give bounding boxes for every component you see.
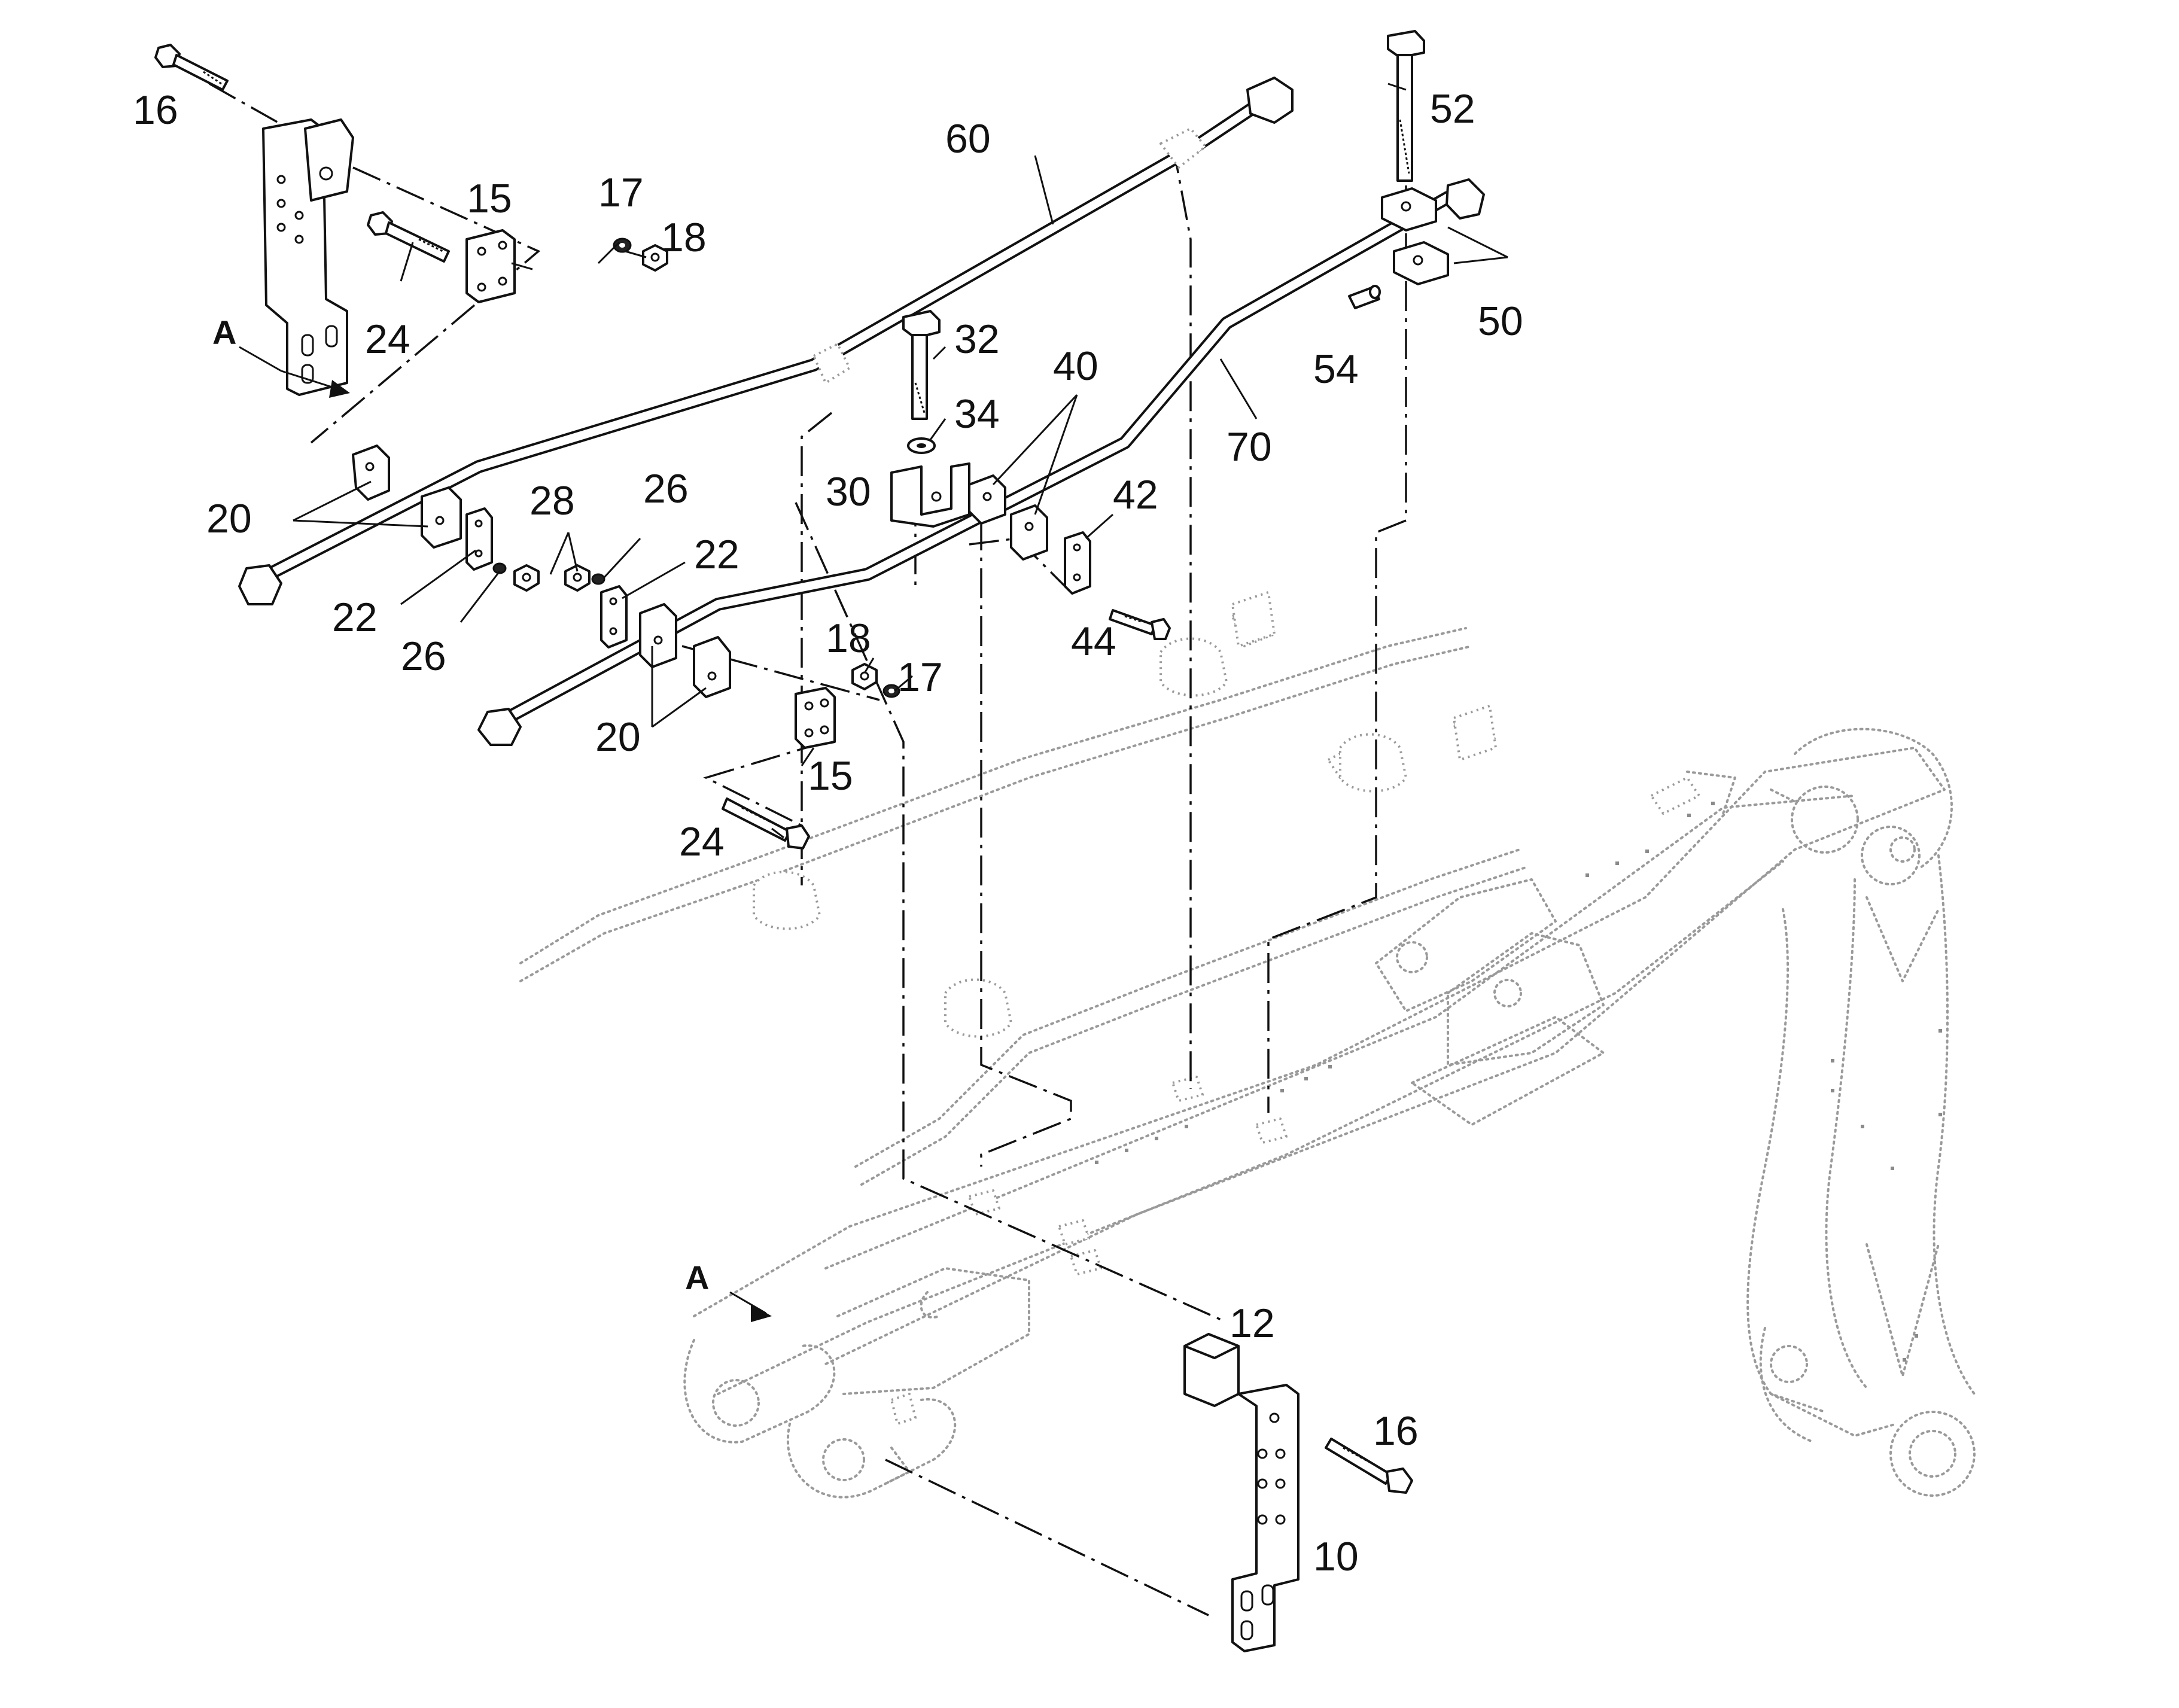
clamp-40-lower [1010, 504, 1048, 561]
callout-24-lower: 24 [679, 819, 725, 864]
pipe-60 [238, 77, 1294, 605]
clamp-20-upper-top [352, 444, 390, 501]
leader-lines [293, 83, 1508, 839]
washer-26-left [492, 562, 507, 574]
nut-18-upper [642, 244, 668, 272]
callout-50: 50 [1478, 299, 1523, 344]
boom-bolt-hole-dots [1095, 802, 1942, 1362]
callout-22-left: 22 [332, 595, 378, 640]
callout-12: 12 [1230, 1301, 1275, 1346]
bolt-24-upper [367, 211, 450, 263]
sleeve-54 [1348, 285, 1381, 309]
clamp-20-lower-bottom [693, 636, 731, 698]
clamp-40-upper [968, 474, 1006, 525]
callout-labels: 16 15 17 18 24 A 60 52 50 54 70 32 34 30… [133, 86, 1523, 1579]
clamp-20-upper-bottom [421, 486, 462, 549]
callout-22-right: 22 [694, 532, 739, 577]
callout-18-upper: 18 [661, 215, 707, 260]
nut-18-lower [851, 663, 878, 690]
callout-16-lower: 16 [1373, 1408, 1419, 1454]
callout-44: 44 [1071, 619, 1116, 664]
callout-17-upper: 17 [598, 170, 644, 215]
callout-A-lower: A [685, 1259, 709, 1296]
callout-34: 34 [954, 391, 1000, 437]
callout-20-upper: 20 [206, 496, 252, 541]
boom-structure-outline [519, 591, 1976, 1499]
washer-17-lower [882, 684, 900, 698]
callout-30: 30 [826, 469, 871, 514]
callout-26-lower: 26 [401, 634, 446, 679]
callout-10: 10 [1313, 1534, 1359, 1579]
bolt-52 [1387, 30, 1425, 182]
plate-15-lower [795, 687, 836, 749]
callout-40: 40 [1053, 343, 1098, 389]
callout-17-lower: 17 [897, 654, 943, 700]
plate-22-right [600, 585, 628, 649]
arrow-A-lower [729, 1291, 772, 1322]
callout-15-lower: 15 [808, 753, 853, 799]
callout-28: 28 [529, 478, 575, 523]
washer-26-right [591, 573, 605, 585]
callout-54: 54 [1313, 346, 1359, 392]
clamp-50-upper [1381, 187, 1437, 232]
callout-24-upper: 24 [365, 316, 410, 362]
nut-28-right [564, 564, 591, 592]
bracket-A-upper [262, 118, 354, 396]
clamp-20-lower-top [639, 603, 677, 668]
callout-16-upper: 16 [133, 87, 178, 133]
callout-70: 70 [1227, 424, 1272, 470]
callout-A-upper: A [212, 313, 236, 351]
nut-26-left [513, 564, 540, 592]
callout-20-lower: 20 [595, 714, 641, 760]
callout-18-lower: 18 [826, 616, 871, 661]
bolt-16-upper [154, 44, 229, 91]
callout-32: 32 [954, 316, 1000, 362]
callout-42: 42 [1113, 472, 1158, 517]
callout-26-upper: 26 [643, 466, 689, 512]
bracket-10 [1231, 1384, 1300, 1652]
plate-15-upper [465, 229, 516, 303]
bolt-44 [1109, 609, 1171, 640]
plate-42 [1064, 531, 1091, 595]
clamp-50-lower [1393, 241, 1449, 285]
washer-34 [907, 437, 936, 454]
bracket-30 [890, 462, 970, 528]
arrow-A-upper [239, 346, 350, 398]
bolt-16-lower [1325, 1438, 1413, 1494]
callout-60: 60 [945, 116, 991, 162]
plate-22-left [465, 507, 493, 571]
washer-17-upper [613, 238, 632, 253]
callout-15-upper: 15 [467, 176, 512, 221]
bolt-32 [902, 310, 941, 420]
bolt-24-lower [722, 797, 810, 850]
callout-52: 52 [1430, 86, 1475, 132]
